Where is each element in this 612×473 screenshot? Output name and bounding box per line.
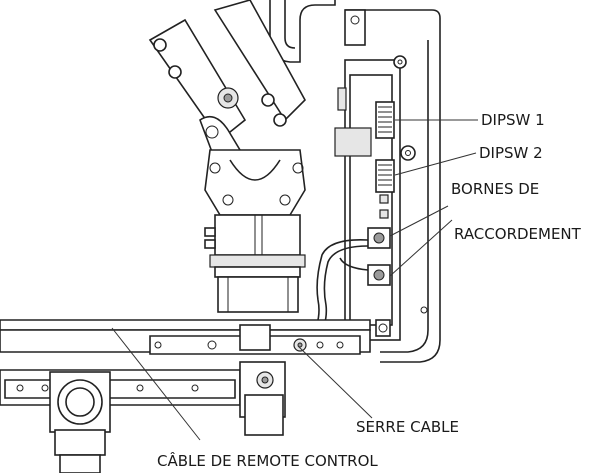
dipsw1-block (375, 101, 395, 139)
housing-frame (269, 0, 441, 363)
serre-cable-label: SERRE CABLE (356, 418, 459, 436)
connection-terminals (354, 227, 391, 337)
dipsw2-label: DIPSW 2 (479, 144, 543, 162)
pipe-fitting (49, 371, 111, 473)
dipsw2-block (375, 159, 395, 219)
dipsw1-label: DIPSW 1 (481, 111, 545, 129)
manifold (204, 149, 306, 313)
bornes-label-line1: BORNES DE (451, 180, 539, 198)
leader-lines (111, 119, 478, 441)
cable-remote-label: CÂBLE DE REMOTE CONTROL (157, 451, 378, 470)
control-board (334, 55, 416, 341)
bornes-label-line2: RACCORDEMENT (454, 225, 582, 243)
exchanger-arms (148, 0, 306, 162)
